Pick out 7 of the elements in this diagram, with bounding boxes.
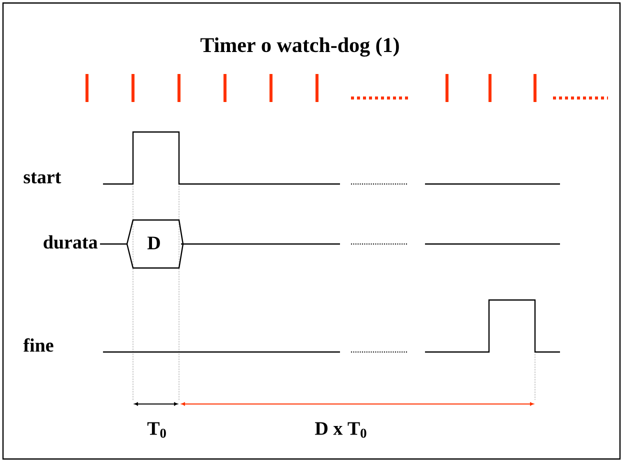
signal-name: fine (23, 338, 54, 352)
title: Timer o watch-dog (1) (200, 37, 399, 57)
signal-name: start (24, 172, 62, 184)
dimension-label: T$_{0}$ (147, 422, 166, 438)
dimension-label: D x T$_{0}$ (315, 422, 366, 438)
signal-name: durata (44, 235, 98, 249)
value-label: D (147, 236, 160, 250)
